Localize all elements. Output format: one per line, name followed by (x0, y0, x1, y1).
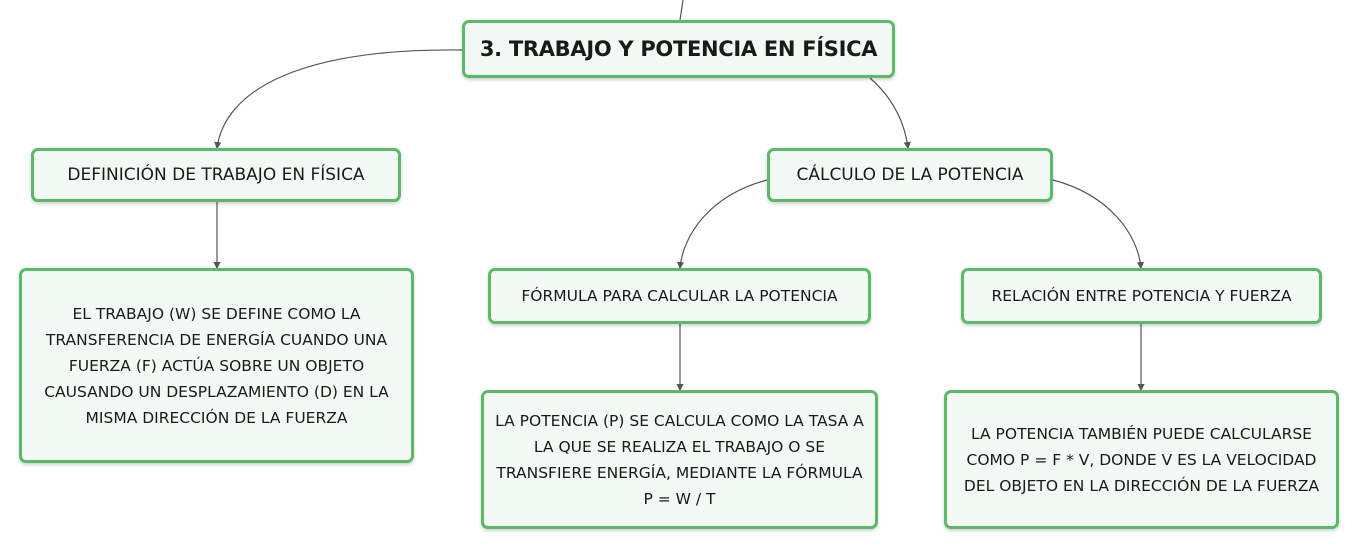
topic-formula-potencia[interactable]: FÓRMULA PARA CALCULAR LA POTENCIA (488, 268, 871, 324)
connector-root-to-calculo (869, 77, 911, 150)
topic-formula-potencia-label: FÓRMULA PARA CALCULAR LA POTENCIA (521, 287, 838, 305)
root-topic[interactable]: 3. TRABAJO Y POTENCIA EN FÍSICA (462, 20, 895, 78)
topic-definicion-trabajo-text-label: EL TRABAJO (W) SE DEFINE COMO LA TRANSFE… (44, 304, 389, 427)
topic-definicion-trabajo[interactable]: DEFINICIÓN DE TRABAJO EN FÍSICA (31, 148, 401, 202)
topic-definicion-trabajo-label: DEFINICIÓN DE TRABAJO EN FÍSICA (67, 165, 365, 185)
connector-parent-to-root (679, 0, 684, 21)
topic-calculo-potencia[interactable]: CÁLCULO DE LA POTENCIA (767, 148, 1053, 202)
topic-relacion-potencia-fuerza-label: RELACIÓN ENTRE POTENCIA Y FUERZA (991, 287, 1292, 305)
connector-calculo-to-relacion (1052, 179, 1145, 270)
topic-relacion-potencia-fuerza[interactable]: RELACIÓN ENTRE POTENCIA Y FUERZA (961, 268, 1322, 324)
root-topic-label: 3. TRABAJO Y POTENCIA EN FÍSICA (479, 37, 878, 61)
connector-root-to-definicion (214, 49, 463, 150)
topic-calculo-potencia-label: CÁLCULO DE LA POTENCIA (796, 165, 1024, 185)
topic-relacion-text-label: LA POTENCIA TAMBIÉN PUEDE CALCULARSE COM… (963, 424, 1320, 495)
connector-calculo-to-formula (676, 179, 768, 270)
topic-formula-potencia-text-label: LA POTENCIA (P) SE CALCULA COMO LA TASA … (495, 411, 864, 508)
topic-formula-potencia-text[interactable]: LA POTENCIA (P) SE CALCULA COMO LA TASA … (481, 390, 878, 529)
topic-definicion-trabajo-text[interactable]: EL TRABAJO (W) SE DEFINE COMO LA TRANSFE… (19, 268, 414, 463)
topic-relacion-text[interactable]: LA POTENCIA TAMBIÉN PUEDE CALCULARSE COM… (944, 390, 1339, 529)
